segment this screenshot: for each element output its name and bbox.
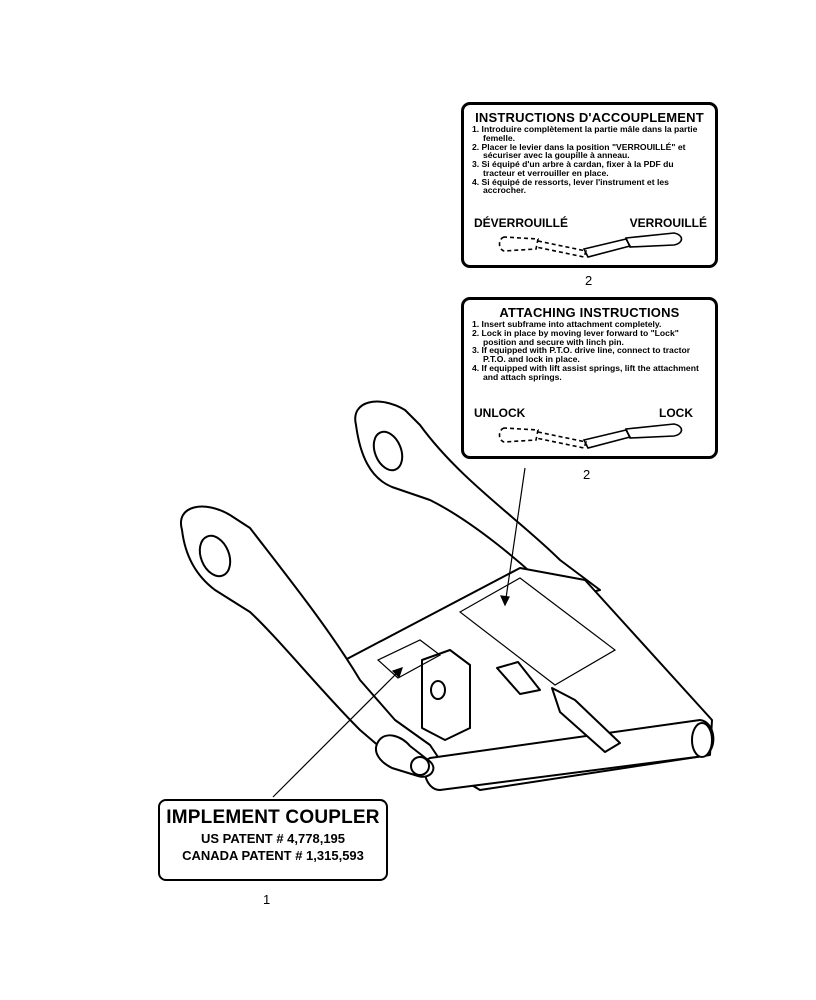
- canada-patent: CANADA PATENT # 1,315,593: [182, 848, 364, 863]
- french-instructions-decal: INSTRUCTIONS D'ACCOUPLEMENT 1. Introduir…: [461, 102, 718, 268]
- unlock-label: UNLOCK: [474, 406, 526, 420]
- step-item: 4. If equipped with lift assist springs,…: [472, 362, 699, 382]
- step-list: 1. Introduire complètement la partie mâl…: [472, 125, 707, 195]
- hitch-block: [421, 649, 471, 741]
- step-list: 1. Insert subframe into attachment compl…: [472, 320, 707, 381]
- unlock-label: DÉVERROUILLÉ: [474, 216, 569, 230]
- lever-slot: [496, 661, 541, 695]
- callout-number: 1: [263, 892, 271, 907]
- step-item: 4. Si équipé de ressorts, lever l'instru…: [472, 176, 669, 196]
- step-item: 3. Si équipé d'un arbre à cardan, fixer …: [472, 159, 674, 178]
- attaching-decal-area: [458, 577, 617, 686]
- leader-line-1: [272, 667, 403, 798]
- lock-lever: [551, 687, 621, 753]
- coupler-name: IMPLEMENT COUPLER: [166, 807, 380, 828]
- lock-label: LOCK: [659, 406, 693, 420]
- left-arm-hole: [198, 534, 232, 578]
- step-item: 1. Insert subframe into attachment compl…: [472, 319, 662, 329]
- decal-title: INSTRUCTIONS D'ACCOUPLEMENT: [475, 110, 704, 125]
- right-arm-hole: [372, 430, 404, 472]
- leader-line-2: [504, 467, 526, 606]
- step-item: 3. If equipped with P.T.O. drive line, c…: [472, 345, 691, 365]
- callout-number: 2: [585, 273, 593, 288]
- english-instructions-decal: ATTACHING INSTRUCTIONS 1. Insert subfram…: [461, 297, 718, 459]
- coupler-decal-area: [376, 639, 442, 679]
- implement-coupler-decal: IMPLEMENT COUPLER US PATENT # 4,778,195 …: [158, 799, 388, 881]
- lock-label: VERROUILLÉ: [629, 216, 707, 230]
- callout-number: 2: [583, 467, 591, 482]
- step-item: 2. Placer le levier dans la position "VE…: [472, 141, 686, 161]
- step-item: 1. Introduire complètement la partie mâl…: [472, 124, 698, 143]
- step-item: 2. Lock in place by moving lever forward…: [472, 327, 679, 347]
- lever-positions-icon: [498, 423, 683, 449]
- lever-positions-icon: [498, 232, 683, 258]
- decal-title: ATTACHING INSTRUCTIONS: [499, 305, 680, 320]
- right-arm: [354, 400, 601, 601]
- us-patent: US PATENT # 4,778,195: [200, 831, 346, 846]
